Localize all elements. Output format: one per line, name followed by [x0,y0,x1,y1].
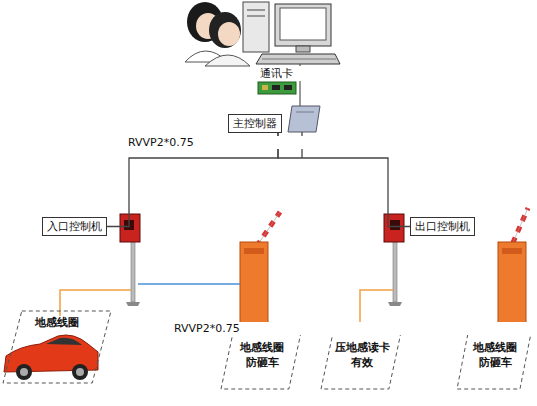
comm-card [258,82,296,94]
box-label: 主控制器 [233,117,277,130]
entry-barrier [240,212,280,330]
label-box: 出口控制机 [410,217,475,236]
car [4,335,98,380]
loop-label: 地感线圈 [461,341,529,356]
box-label: 入口控制机 [47,220,102,233]
main-controller-device [288,106,320,132]
label-box: 入口控制机 [42,217,107,236]
loop-label: 地感线圈 [23,316,91,331]
operators [185,2,250,66]
box-label: 出口控制机 [415,220,470,233]
card-label: 通讯卡 [258,66,537,81]
exit-controller-unit [384,214,404,242]
induction-loop: 地感线圈 [2,310,112,384]
loop-label: 地感线圈 [228,341,296,356]
loop-label: 防砸车 [467,356,524,371]
computer [243,2,340,64]
loop-dash [3,311,111,383]
exit-barrier [498,208,528,330]
label-box: 主控制器 [228,114,282,133]
loop-label: 防砸车 [234,356,291,371]
cable-label: RVVP2*0.75 [126,136,537,149]
entry-controller-unit [120,214,140,242]
loop-label: 压地感读卡有效 [320,341,404,371]
cable-label: RVVP2*0.75 [172,322,537,335]
